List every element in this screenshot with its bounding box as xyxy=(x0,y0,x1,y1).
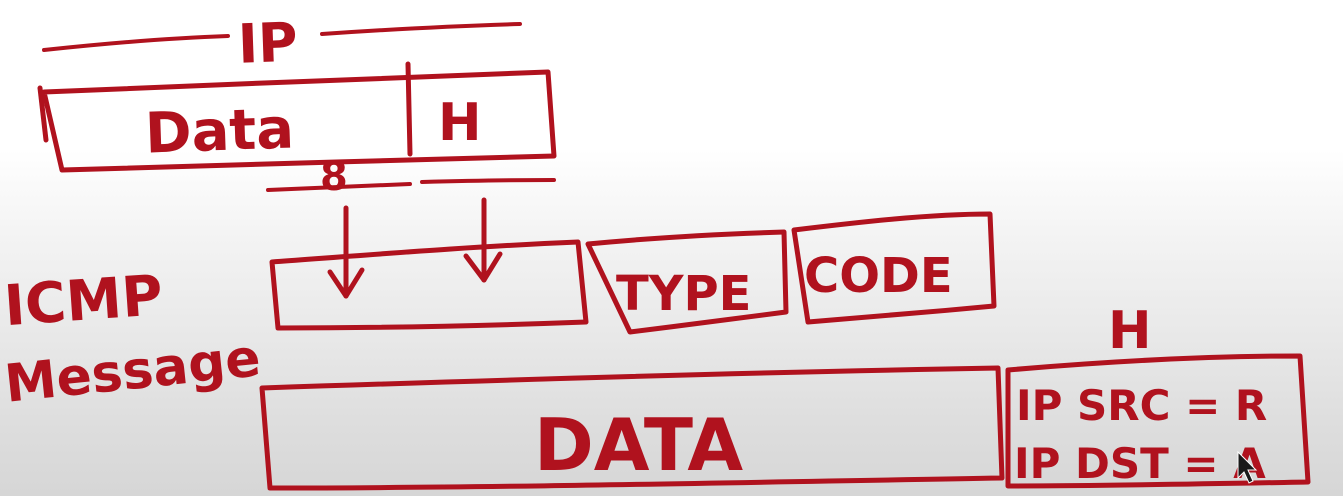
icmp-code-box xyxy=(791,211,997,325)
ip-title-underline-left xyxy=(42,34,230,52)
ip-size-note: 8 xyxy=(320,154,348,200)
icmp-type-label: TYPE xyxy=(616,266,751,322)
new-ip-dst-line: IP DST = A xyxy=(1014,439,1266,488)
new-ip-header-title: H xyxy=(1108,301,1152,361)
ip-packet-divider xyxy=(405,61,413,157)
down-arrow-icon xyxy=(463,197,503,283)
mouse-pointer-icon xyxy=(1237,450,1258,484)
ip-data-bracket xyxy=(266,182,412,192)
icmp-label-line2: Message xyxy=(2,328,263,414)
ip-header-label: H xyxy=(438,93,482,153)
new-ip-header-box xyxy=(1005,353,1311,489)
ip-packet-left-tick xyxy=(37,85,49,143)
icmp-code-field: CODE xyxy=(791,211,997,325)
ip-packet-box xyxy=(41,69,557,173)
icmp-data-box xyxy=(259,365,1005,491)
new-ip-src-line: IP SRC = R xyxy=(1016,381,1267,430)
new-ip-header: H IP SRC = R IP DST = A xyxy=(1005,301,1311,489)
icmp-type-box xyxy=(585,229,789,335)
icmp-label-line1: ICMP xyxy=(2,263,165,339)
icmp-data-label: DATA xyxy=(534,403,743,487)
ip-header-bracket xyxy=(420,178,556,184)
icmp-type-field: TYPE xyxy=(585,229,789,335)
icmp-label: ICMP Message xyxy=(2,263,263,415)
ip-packet: IP Data H 8 xyxy=(37,11,557,200)
icmp-code-label: CODE xyxy=(804,248,953,304)
ip-data-label: Data xyxy=(144,96,295,166)
icmp-data-field: DATA xyxy=(259,365,1005,491)
icmp-copied-ip-box xyxy=(269,239,589,331)
down-arrow-icon xyxy=(327,205,365,299)
ip-packet-title: IP xyxy=(237,11,299,76)
ip-title-underline-right xyxy=(320,22,522,36)
